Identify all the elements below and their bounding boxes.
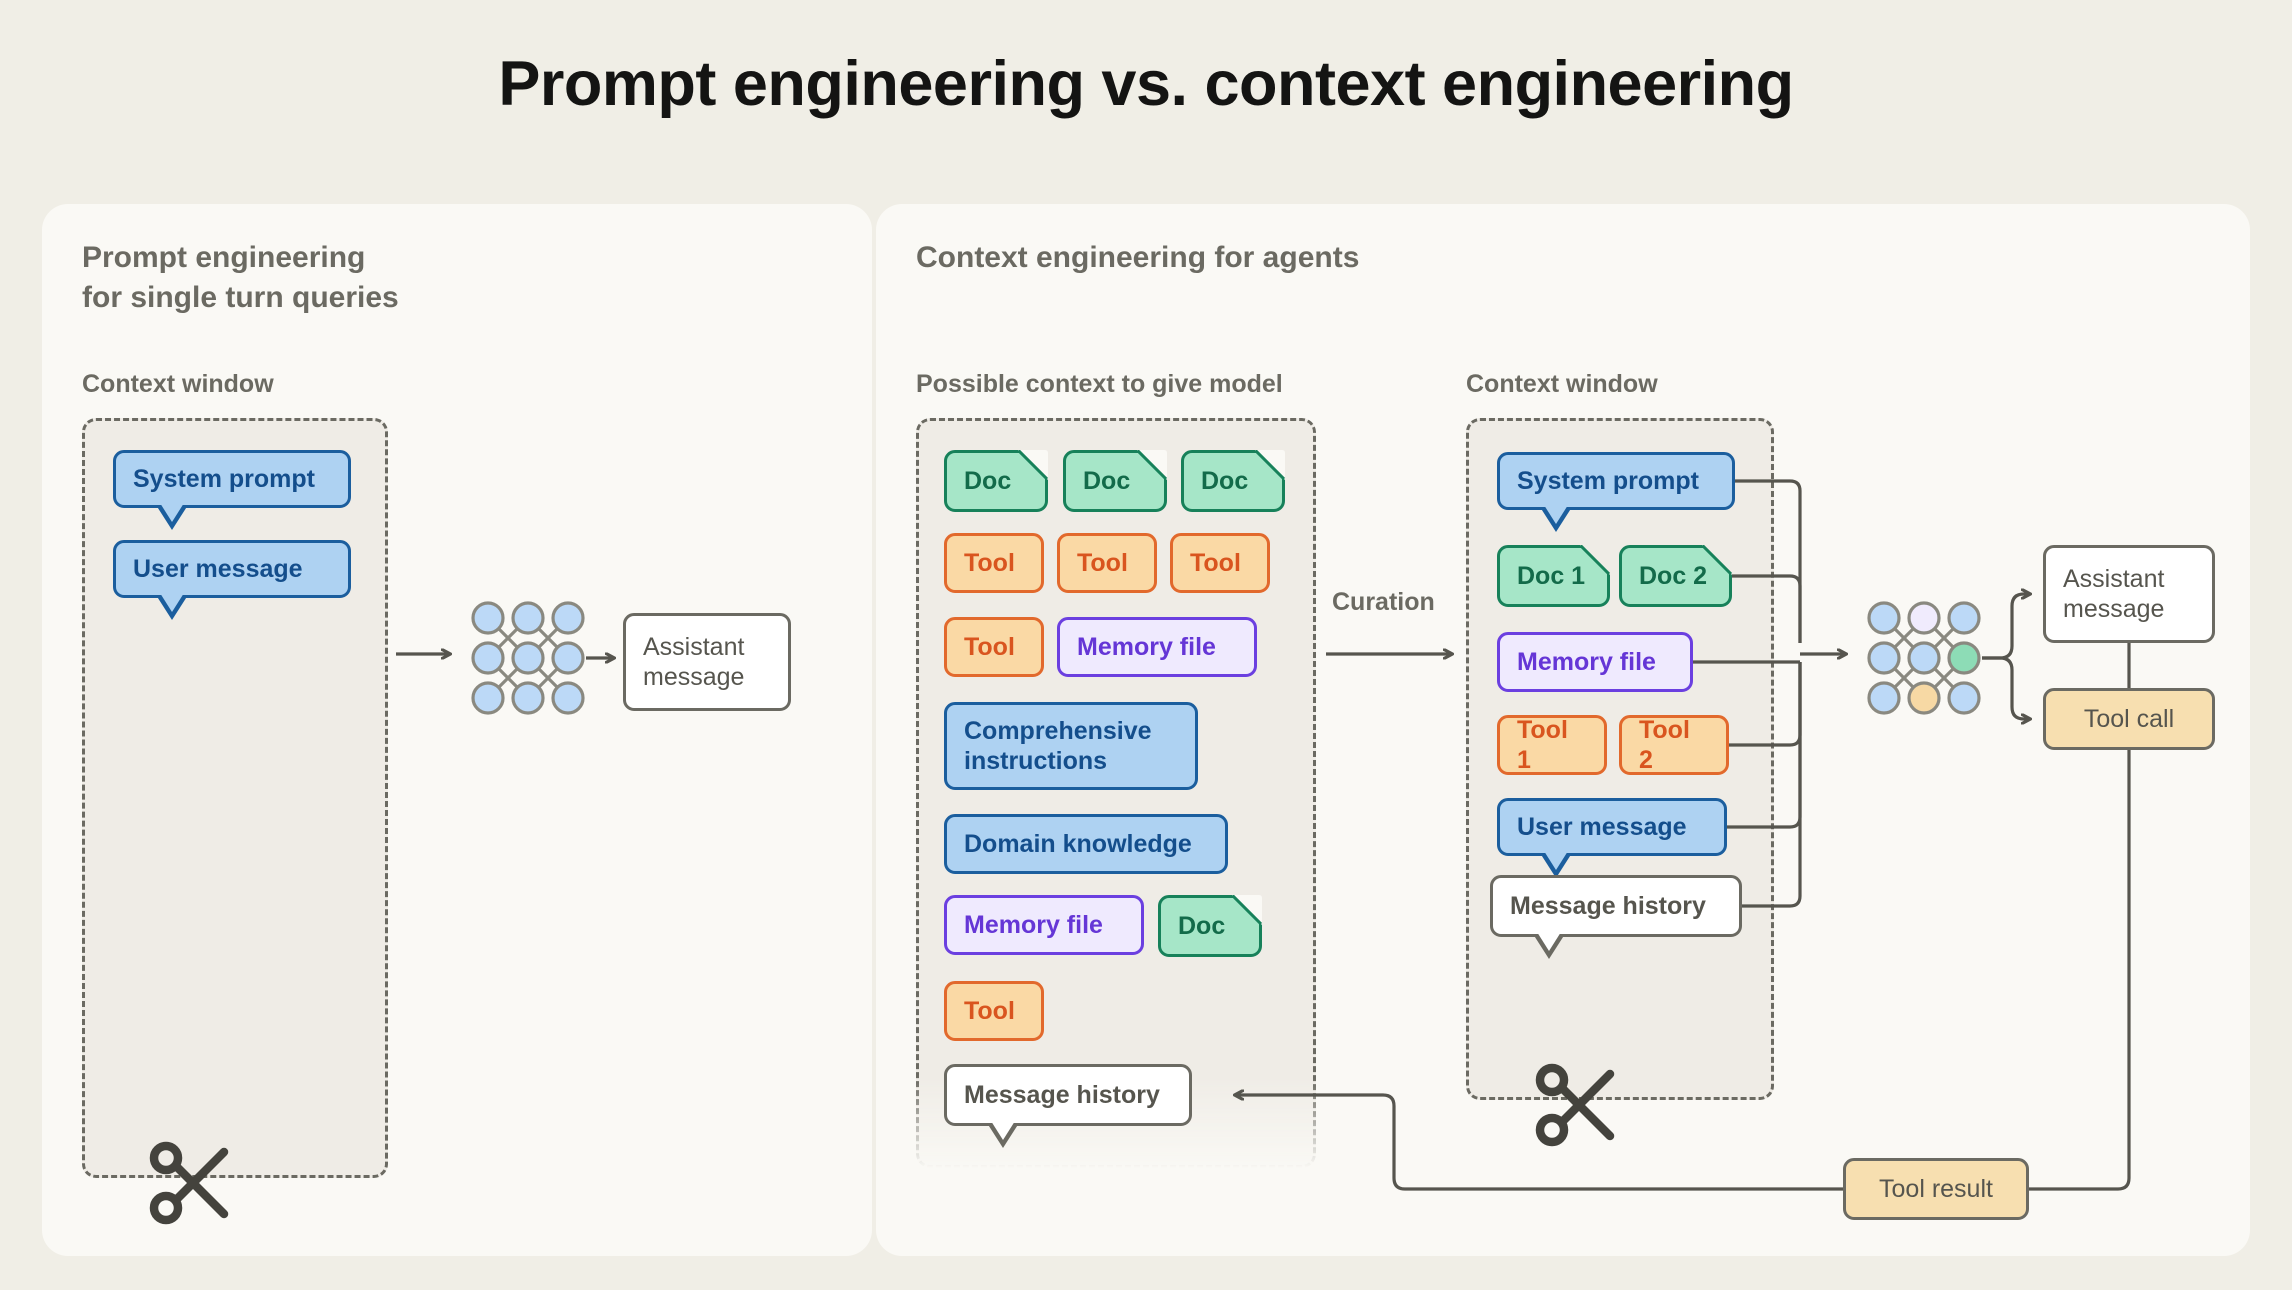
- right-assistant-message-box[interactable]: Assistant message: [2043, 545, 2215, 643]
- chip-label: Message history: [964, 1081, 1160, 1109]
- tool-call-box[interactable]: Tool call: [2043, 688, 2215, 750]
- chip-system-prompt[interactable]: System prompt: [1497, 452, 1735, 532]
- curation-label: Curation: [1332, 588, 1435, 616]
- chip-label: Tool: [964, 633, 1015, 661]
- chip-domain-knowledge[interactable]: Domain knowledge: [944, 814, 1228, 874]
- model-output-split: [1982, 594, 2030, 719]
- chip-memory-file[interactable]: Memory file: [1057, 617, 1257, 677]
- chip-tool-2[interactable]: Tool 2: [1619, 715, 1729, 775]
- chip-label: Doc: [1083, 467, 1131, 495]
- scissors-icon: [149, 1141, 229, 1225]
- chip-label: Memory file: [1077, 633, 1216, 661]
- tool-call-label: Tool call: [2083, 705, 2175, 733]
- chip-system-prompt[interactable]: System prompt: [113, 450, 351, 530]
- chip-label: System prompt: [133, 465, 315, 493]
- right-context-window-label: Context window: [1466, 370, 1658, 398]
- chip-label: Domain knowledge: [964, 830, 1192, 858]
- toolcall-to-toolresult-line: [2029, 750, 2131, 1191]
- chip-label: Tool 2: [1639, 716, 1690, 774]
- chip-tool-1[interactable]: Tool 1: [1497, 715, 1607, 775]
- chip-user-message[interactable]: User message: [113, 540, 351, 620]
- left-context-window-label: Context window: [82, 370, 274, 398]
- chip-label: Tool: [964, 997, 1015, 1025]
- chip-label: Tool: [1077, 549, 1128, 577]
- chip-tool[interactable]: Tool: [1057, 533, 1157, 593]
- chip-message-history[interactable]: Message history: [1490, 875, 1742, 959]
- scissors-icon: [1535, 1063, 1615, 1147]
- chip-label: Doc: [964, 467, 1012, 495]
- neural-network-icon: [1867, 601, 1981, 715]
- chip-label: User message: [1517, 813, 1687, 841]
- chip-doc[interactable]: Doc: [1181, 450, 1285, 512]
- chip-message-history[interactable]: Message history: [944, 1064, 1192, 1148]
- chip-doc[interactable]: Doc: [1063, 450, 1167, 512]
- neural-network-icon: [471, 601, 585, 715]
- chip-label: Doc: [1201, 467, 1249, 495]
- chip-label: Doc: [1178, 912, 1226, 940]
- chip-label: Memory file: [1517, 648, 1656, 676]
- assistant-message-label: Assistant message: [643, 633, 745, 691]
- tool-result-box[interactable]: Tool result: [1843, 1158, 2029, 1220]
- chip-label: Comprehensive instructions: [964, 717, 1152, 775]
- left-assistant-message-box[interactable]: Assistant message: [623, 613, 791, 711]
- chip-tool[interactable]: Tool: [944, 981, 1044, 1041]
- chip-memory-file[interactable]: Memory file: [1497, 632, 1693, 692]
- chip-tool[interactable]: Tool: [944, 533, 1044, 593]
- chip-user-message[interactable]: User message: [1497, 798, 1727, 878]
- chip-label: User message: [133, 555, 303, 583]
- chip-label: Doc 2: [1639, 562, 1708, 590]
- context-bundle-connectors: [1693, 479, 1802, 908]
- assistant-message-label: Assistant message: [2063, 565, 2165, 623]
- chip-memory-file[interactable]: Memory file: [944, 895, 1144, 955]
- chip-label: System prompt: [1517, 467, 1699, 495]
- right-panel-heading: Context engineering for agents: [916, 241, 1360, 274]
- chip-comprehensive-instructions[interactable]: Comprehensive instructions: [944, 702, 1198, 790]
- chip-label: Memory file: [964, 911, 1103, 939]
- chip-label: Doc 1: [1517, 562, 1586, 590]
- chip-tool[interactable]: Tool: [944, 617, 1044, 677]
- chip-label: Message history: [1510, 892, 1706, 920]
- chip-label: Tool: [964, 549, 1015, 577]
- chip-label: Tool: [1190, 549, 1241, 577]
- possible-context-label: Possible context to give model: [916, 370, 1283, 398]
- left-panel-heading: Prompt engineering for single turn queri…: [82, 241, 399, 314]
- tool-result-label: Tool result: [1879, 1175, 1993, 1203]
- page-title: Prompt engineering vs. context engineeri…: [498, 49, 1794, 119]
- chip-tool[interactable]: Tool: [1170, 533, 1270, 593]
- chip-label: Tool 1: [1517, 716, 1568, 774]
- toolresult-feedback-line: [1235, 1095, 1843, 1191]
